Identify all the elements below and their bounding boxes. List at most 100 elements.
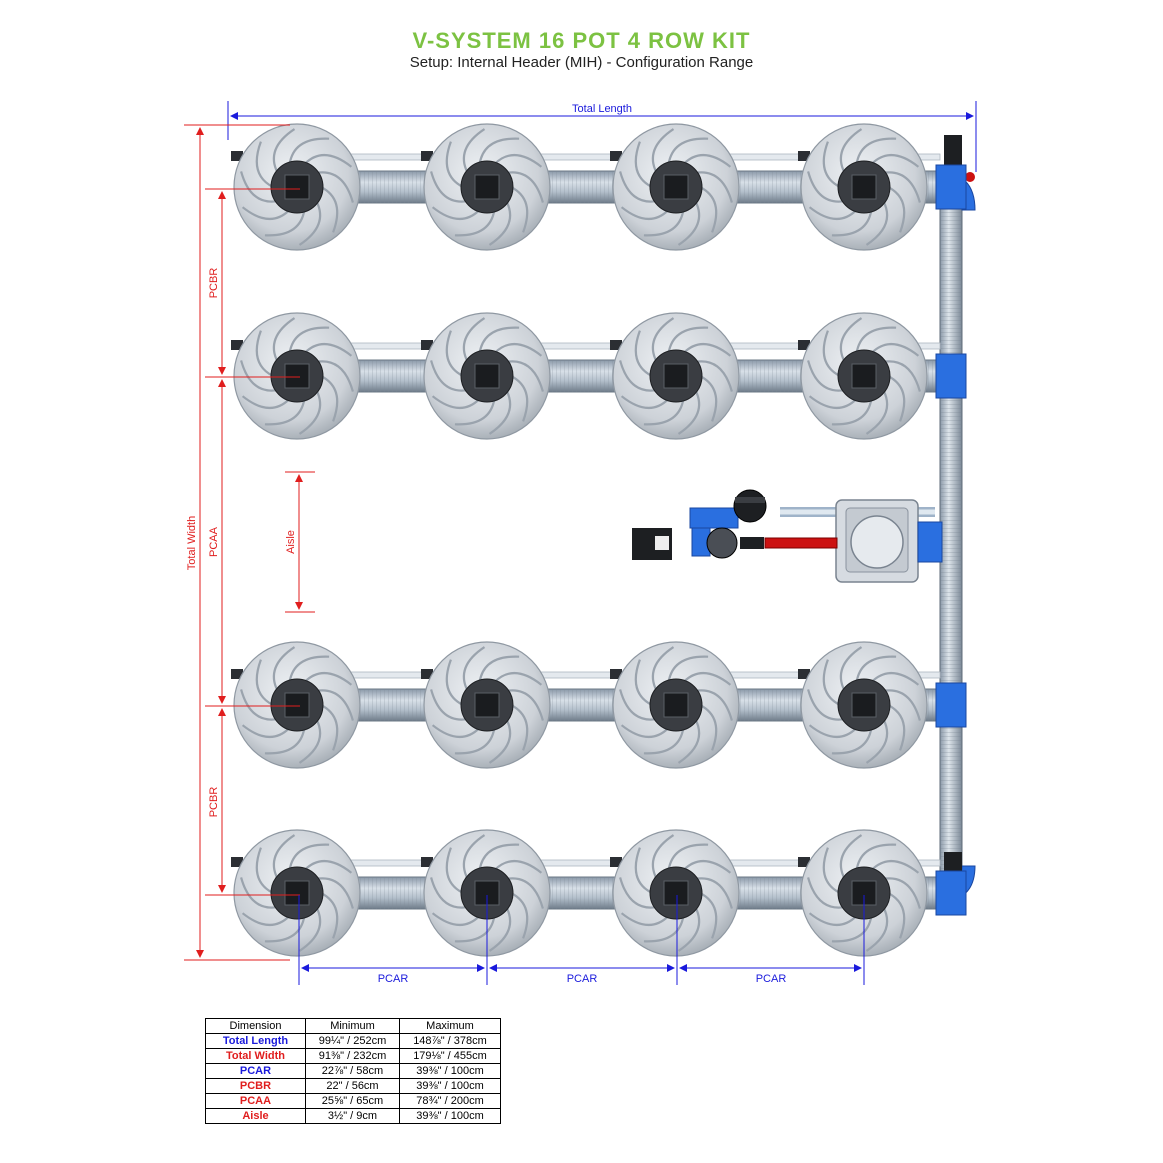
pot-vane xyxy=(839,317,863,363)
pot-vane xyxy=(682,860,732,874)
dimension-min: 22⅞" / 58cm xyxy=(305,1063,400,1079)
table-header: Minimum xyxy=(305,1018,400,1034)
pot-vane xyxy=(619,171,657,203)
pot-vane xyxy=(677,718,701,764)
pot-vane xyxy=(695,877,733,909)
dimension-name: PCAR xyxy=(205,1063,306,1079)
pot-vane xyxy=(298,389,322,435)
pot-vane xyxy=(807,689,845,721)
pot xyxy=(421,312,551,440)
header-tee xyxy=(935,353,967,399)
page-title: V-SYSTEM 16 POT 4 ROW KIT xyxy=(412,28,751,53)
pot-vane xyxy=(808,724,858,738)
pot-vane xyxy=(303,154,353,168)
pot xyxy=(231,641,361,769)
drip-valve xyxy=(421,669,433,679)
pot-vane xyxy=(870,860,920,874)
pot-vane xyxy=(831,915,873,943)
dimension-max: 148⅞" / 378cm xyxy=(399,1033,501,1049)
pot-vane xyxy=(887,186,906,233)
pot-vane xyxy=(677,906,701,952)
pot xyxy=(421,641,551,769)
dimension-name: Total Width xyxy=(205,1048,306,1064)
pot-vane xyxy=(667,843,709,871)
pot-vane xyxy=(445,847,464,894)
pot-vane xyxy=(478,326,520,354)
pcar-label-3: PCAR xyxy=(756,973,787,985)
pot-vane xyxy=(303,860,353,874)
pot-vane xyxy=(865,718,889,764)
drip-valve xyxy=(798,857,810,867)
pot-vane xyxy=(303,672,353,686)
pot-vane xyxy=(855,843,897,871)
pcbr-top-label: PCBR xyxy=(208,268,220,299)
dimension-min: 91⅜" / 232cm xyxy=(305,1048,400,1064)
pot-vane xyxy=(316,360,354,392)
pcar-label-1: PCAR xyxy=(378,973,409,985)
pot-vane xyxy=(667,137,709,165)
dimension-max: 39⅜" / 100cm xyxy=(399,1063,501,1079)
pot-vane xyxy=(887,892,906,939)
drip-valve xyxy=(231,857,243,867)
pot xyxy=(421,123,551,251)
dimension-min: 22" / 56cm xyxy=(305,1078,400,1094)
pot-filter xyxy=(284,174,310,200)
pot-vane xyxy=(288,137,330,165)
pot-vane xyxy=(677,200,701,246)
total-width-label: Total Width xyxy=(186,516,198,570)
pot-vane xyxy=(493,860,543,874)
drip-valve xyxy=(231,340,243,350)
pot-vane xyxy=(241,206,291,220)
pot-vane xyxy=(620,395,670,409)
pot-vane xyxy=(887,704,906,751)
header-tee xyxy=(935,164,967,210)
reservoir-assembly xyxy=(632,489,943,583)
pot-vane xyxy=(808,206,858,220)
pcbr-bottom-label: PCBR xyxy=(208,787,220,818)
table-row: PCAA 25⅝" / 65cm 78¾" / 200cm xyxy=(205,1093,501,1109)
drip-valve xyxy=(610,857,622,867)
dimension-max: 78¾" / 200cm xyxy=(399,1093,501,1109)
pot-vane xyxy=(822,847,841,894)
pot xyxy=(610,123,740,251)
pcaa-label: PCAA xyxy=(208,526,220,557)
pot-vane xyxy=(634,330,653,377)
table-header: Dimension xyxy=(205,1018,306,1034)
pot xyxy=(610,312,740,440)
pot-vane xyxy=(510,375,529,422)
pot-vane xyxy=(320,892,339,939)
pot xyxy=(231,829,361,957)
pot-vane xyxy=(506,689,544,721)
pot-vane xyxy=(488,200,512,246)
pot-vane xyxy=(288,326,330,354)
drip-valve xyxy=(610,151,622,161)
pot-vane xyxy=(620,912,670,926)
pot-vane xyxy=(462,317,486,363)
pot-vane xyxy=(240,360,278,392)
pot-vane xyxy=(682,343,732,357)
pot-vane xyxy=(493,672,543,686)
pot-vane xyxy=(255,141,274,188)
pot-vane xyxy=(682,672,732,686)
aisle-label: Aisle xyxy=(285,530,297,554)
table-header: Maximum xyxy=(399,1018,501,1034)
pot-vane xyxy=(510,186,529,233)
pot xyxy=(798,123,928,251)
pot-vane xyxy=(807,171,845,203)
pot-vane xyxy=(807,877,845,909)
total-length-label: Total Length xyxy=(572,103,632,115)
drip-valve xyxy=(798,340,810,350)
pot-filter xyxy=(284,363,310,389)
pcar-label-2: PCAR xyxy=(567,973,598,985)
pot-vane xyxy=(831,209,873,237)
pot-vane xyxy=(255,330,274,377)
dimension-name: PCAA xyxy=(205,1093,306,1109)
pot-vane xyxy=(510,704,529,751)
pot-vane xyxy=(822,330,841,377)
pot-vane xyxy=(445,330,464,377)
pot-vane xyxy=(807,360,845,392)
pot-vane xyxy=(431,912,481,926)
dimension-name: Aisle xyxy=(205,1108,306,1124)
pot-filter xyxy=(284,880,310,906)
pot-vane xyxy=(288,655,330,683)
